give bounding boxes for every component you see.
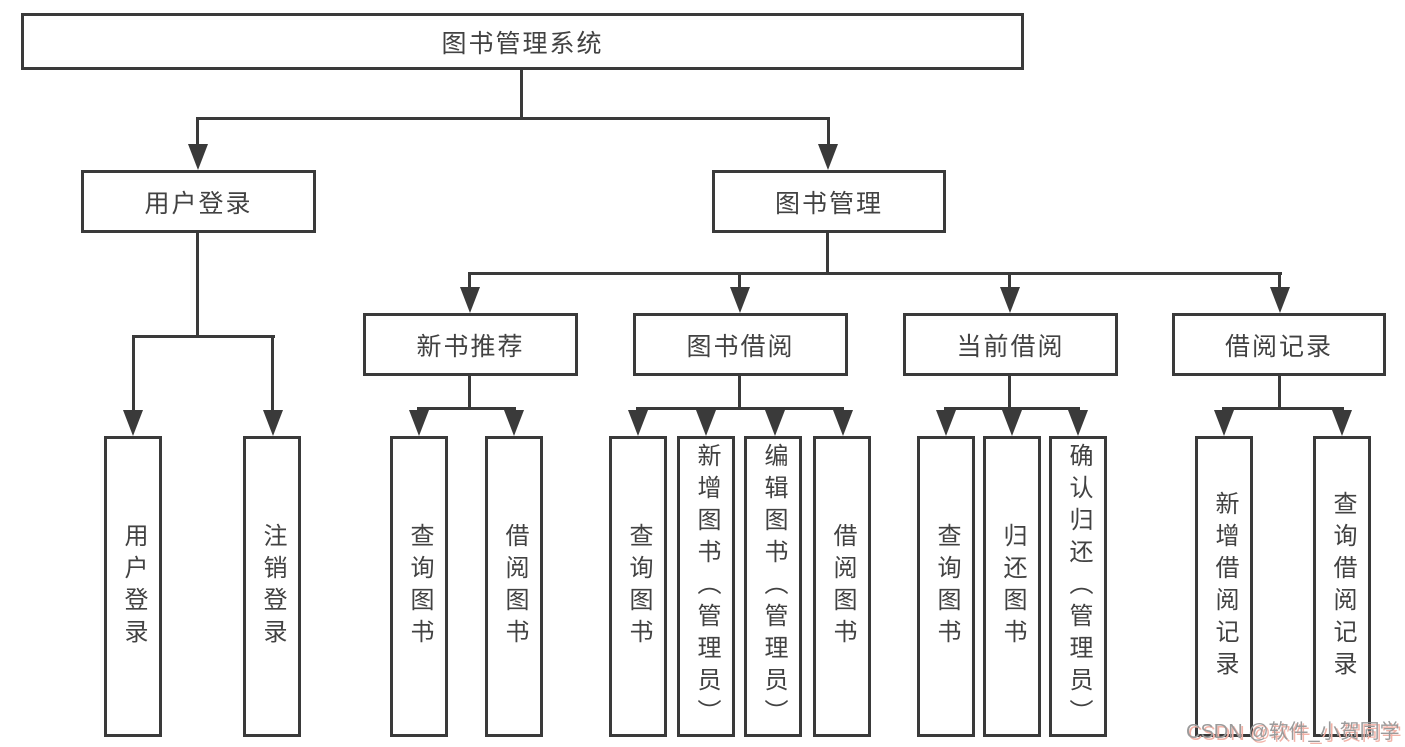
arrowhead-down-icon (409, 410, 429, 436)
arrowhead-down-icon (460, 287, 480, 313)
connector-line (468, 272, 471, 287)
arrowhead-down-icon (188, 144, 208, 170)
node-label: 编辑图书（管理员） (760, 442, 787, 731)
node-logout: 注销登录 (243, 436, 301, 737)
node-label: 确认归还（管理员） (1065, 442, 1092, 731)
connector-line (271, 335, 274, 410)
node-current-borrowing: 当前借阅 (903, 313, 1118, 376)
node-borrow-books-recommend: 借阅图书 (485, 436, 543, 737)
node-label: 归还图书 (999, 522, 1026, 651)
arrowhead-down-icon (936, 410, 956, 436)
connector-line (1222, 407, 1344, 410)
connector-line (738, 272, 741, 287)
node-label: 图书管理系统 (441, 29, 604, 58)
node-query-books-recommend: 查询图书 (390, 436, 448, 737)
connector-line (468, 376, 471, 407)
connector-line (738, 376, 741, 407)
connector-line (197, 117, 830, 120)
node-borrow-records: 借阅记录 (1172, 313, 1386, 376)
connector-line (132, 335, 135, 410)
node-label: 新增借阅记录 (1211, 490, 1238, 683)
node-label: 借阅图书 (829, 522, 856, 651)
node-borrow-books-borrowing: 借阅图书 (813, 436, 871, 737)
node-user-login: 用户登录 (81, 170, 316, 233)
watermark: CSDN @软件_小贺同学 (1186, 721, 1400, 743)
arrowhead-down-icon (765, 410, 785, 436)
node-add-book-admin: 新增图书（管理员） (677, 436, 735, 737)
arrowhead-down-icon (833, 410, 853, 436)
node-book-management: 图书管理 (712, 170, 946, 233)
connector-line (520, 70, 523, 117)
node-label: 注销登录 (259, 522, 286, 651)
connector-line (944, 407, 1080, 410)
arrowhead-down-icon (1332, 410, 1352, 436)
connector-line (132, 335, 275, 338)
arrowhead-down-icon (1270, 287, 1290, 313)
arrowhead-down-icon (1068, 410, 1088, 436)
node-label: 借阅记录 (1224, 332, 1333, 361)
connector-line (196, 233, 199, 335)
node-query-books-borrowing: 查询图书 (609, 436, 667, 737)
node-label: 查询图书 (625, 522, 652, 651)
connector-line (827, 117, 830, 144)
arrowhead-down-icon (696, 410, 716, 436)
node-label: 当前借阅 (956, 332, 1065, 361)
node-return-books: 归还图书 (983, 436, 1041, 737)
connector-line (1008, 272, 1011, 287)
connector-line (1008, 376, 1011, 407)
arrowhead-down-icon (1214, 410, 1234, 436)
arrowhead-down-icon (730, 287, 750, 313)
node-query-borrow-record: 查询借阅记录 (1313, 436, 1371, 737)
node-label: 借阅图书 (501, 522, 528, 651)
connector-line (1278, 272, 1281, 287)
node-label: 图书借阅 (686, 332, 795, 361)
node-new-book-recommend: 新书推荐 (363, 313, 578, 376)
node-confirm-return-admin: 确认归还（管理员） (1049, 436, 1107, 737)
node-user-login-leaf: 用户登录 (104, 436, 162, 737)
connector-line (196, 117, 199, 144)
arrowhead-down-icon (1000, 287, 1020, 313)
node-label: 查询图书 (933, 522, 960, 651)
node-label: 用户登录 (120, 522, 147, 651)
node-book-borrowing: 图书借阅 (633, 313, 848, 376)
arrowhead-down-icon (504, 410, 524, 436)
arrowhead-down-icon (123, 410, 143, 436)
node-add-borrow-record: 新增借阅记录 (1195, 436, 1253, 737)
arrowhead-down-icon (628, 410, 648, 436)
connector-line (826, 233, 829, 272)
node-label: 新增图书（管理员） (693, 442, 720, 731)
node-edit-book-admin: 编辑图书（管理员） (744, 436, 802, 737)
node-label: 图书管理 (774, 189, 883, 218)
node-label: 用户登录 (144, 189, 253, 218)
connector-line (468, 272, 1282, 275)
connector-line (417, 407, 516, 410)
node-label: 查询借阅记录 (1329, 490, 1356, 683)
arrowhead-down-icon (818, 144, 838, 170)
arrowhead-down-icon (1002, 410, 1022, 436)
connector-line (636, 407, 844, 410)
node-query-books-current: 查询图书 (917, 436, 975, 737)
arrowhead-down-icon (263, 410, 283, 436)
node-label: 查询图书 (406, 522, 433, 651)
node-root: 图书管理系统 (21, 13, 1024, 70)
node-label: 新书推荐 (416, 332, 525, 361)
connector-line (1278, 376, 1281, 407)
